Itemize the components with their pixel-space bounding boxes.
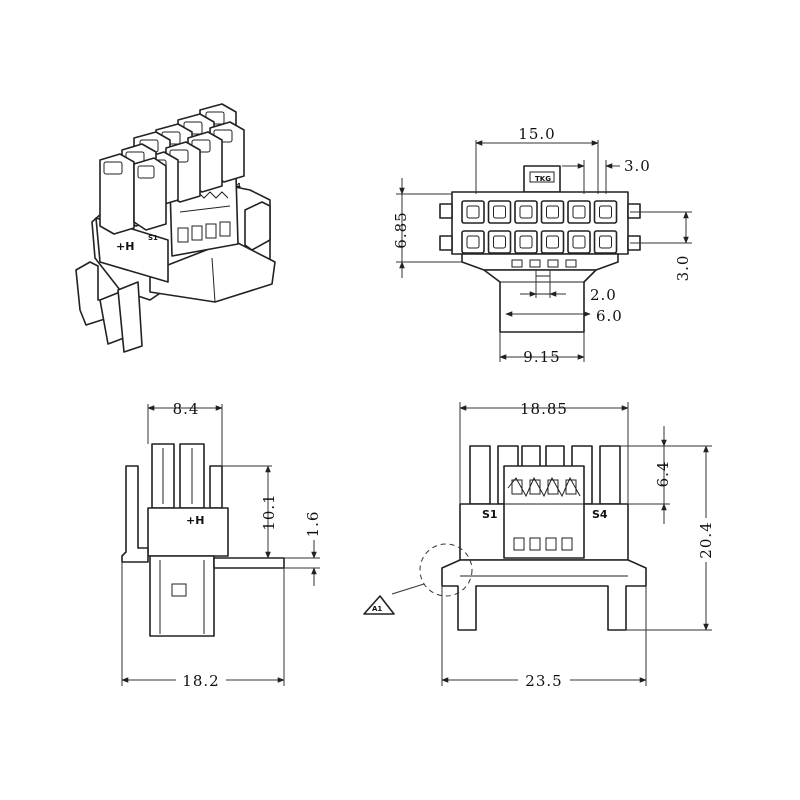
detail-circle	[419, 543, 473, 597]
dim-top-height: 6.85	[392, 211, 410, 248]
dim-side-height: 10.1	[260, 493, 278, 530]
side-pin-3	[209, 465, 223, 509]
front-view: S1 S4 A1 18.85 6.4 20.4 23.5	[363, 400, 716, 690]
cavity	[514, 200, 538, 224]
side-latch-hook	[121, 465, 149, 563]
cavity-inner	[493, 205, 506, 219]
cavity-inner	[572, 235, 586, 249]
isometric-view: +H S1 4	[75, 103, 276, 353]
cavity	[461, 230, 485, 254]
cavity-inner	[599, 235, 612, 249]
cavity-inner	[493, 235, 506, 249]
side-view: +H 8.4 10.1 1.6 18.2	[121, 400, 322, 690]
cavity	[540, 230, 565, 254]
top-cavity-grid	[461, 200, 618, 254]
dim-front-overall-width: 23.5	[525, 672, 562, 690]
cavity	[540, 200, 565, 224]
cavity	[567, 200, 591, 224]
cavity-inner	[572, 205, 586, 219]
top-ear-left-a	[439, 203, 453, 219]
cavity-inner	[466, 235, 480, 249]
top-latch	[483, 269, 597, 333]
cavity	[487, 230, 512, 254]
dim-top-pitch: 3.0	[674, 255, 692, 282]
side-latch-arm	[213, 557, 285, 569]
dim-front-top-width: 18.85	[520, 400, 568, 418]
dim-top-latch-width: 6.0	[596, 307, 623, 325]
detail-marker	[363, 595, 395, 615]
cavity-inner	[546, 235, 559, 249]
dim-front-top-height: 6.4	[654, 461, 672, 488]
detail-label: A1	[372, 605, 382, 613]
cavity	[593, 200, 618, 224]
cavity-inner	[519, 235, 533, 249]
cavity	[487, 200, 512, 224]
cavity	[461, 200, 485, 224]
top-tab-label: TKG	[535, 175, 551, 183]
iso-label-s4: 4	[236, 182, 241, 190]
front-label-s4: S4	[592, 508, 608, 521]
dim-side-top-width: 8.4	[173, 400, 200, 418]
iso-cavity-towers	[99, 103, 245, 235]
iso-leg-right	[117, 281, 143, 353]
cavity	[514, 230, 538, 254]
dim-side-overall: 18.2	[182, 672, 219, 690]
side-marking: +H	[186, 514, 204, 527]
dim-top-slot: 2.0	[590, 286, 617, 304]
dim-top-tab: 3.0	[624, 157, 651, 175]
cavity-inner	[546, 205, 559, 219]
cavity-inner	[599, 205, 612, 219]
dim-top-base-width: 9.15	[523, 348, 560, 366]
top-view: TKG 15.0 3.0	[392, 125, 692, 366]
iso-label-s1: S1	[148, 234, 158, 242]
cavity	[567, 230, 591, 254]
cavity-inner	[466, 205, 480, 219]
front-label-s1: S1	[482, 508, 498, 521]
iso-marking: +H	[116, 240, 134, 253]
top-ear-left-b	[439, 235, 453, 251]
dim-side-latch: 1.6	[304, 511, 322, 538]
top-ear-right-a	[627, 203, 641, 219]
iso-ear-right	[244, 201, 271, 251]
cavity	[593, 230, 618, 254]
dim-top-width: 15.0	[518, 125, 555, 143]
dim-front-overall-height: 20.4	[697, 521, 715, 558]
front-contacts	[507, 476, 581, 551]
front-lower-frame	[441, 559, 647, 631]
cavity-inner	[519, 205, 533, 219]
